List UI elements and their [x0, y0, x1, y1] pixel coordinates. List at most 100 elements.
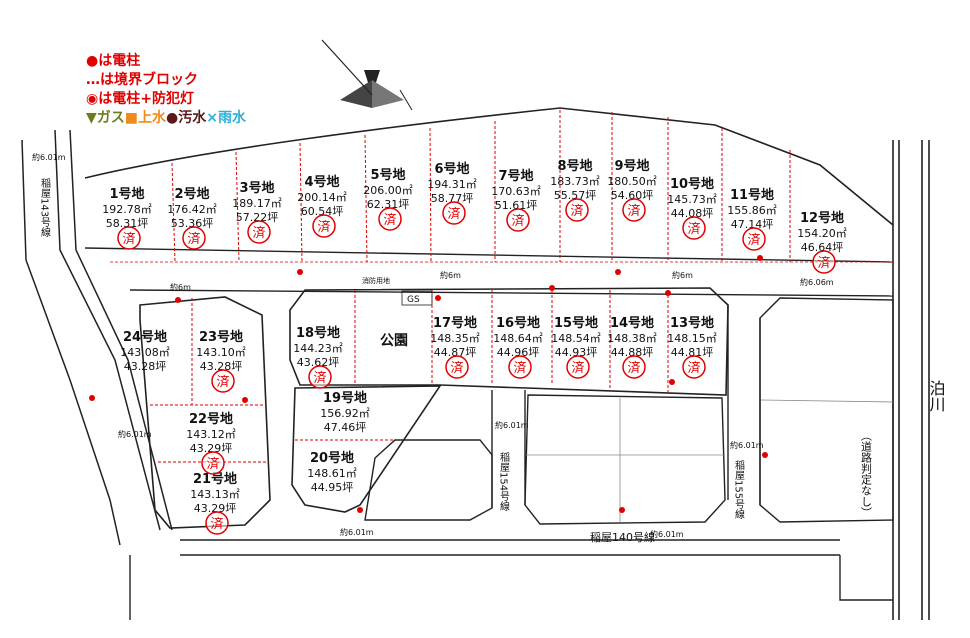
utility-pole-icon	[357, 507, 363, 513]
lot-name: 5号地	[370, 167, 405, 183]
sold-stamp-text: 済	[687, 221, 700, 237]
lot-name: 2号地	[174, 186, 209, 202]
width-label-road154: 約6.01m	[495, 420, 529, 430]
sold-stamp-text: 済	[511, 213, 524, 229]
lot-area: 143.12㎡	[186, 428, 236, 441]
north-arrow	[321, 39, 413, 111]
lot-tsubo: 43.28坪	[124, 360, 167, 373]
park-label: 公園	[380, 333, 408, 349]
road-140-label: 稲屋140号線	[590, 530, 655, 544]
lot-area: 144.23㎡	[293, 342, 343, 355]
width-label-road155: 約6.01m	[730, 440, 764, 450]
lot-name: 8号地	[557, 158, 592, 174]
width-label-top-left: 約6.01m	[32, 152, 66, 162]
lot-name: 13号地	[670, 315, 714, 331]
lot-tsubo: 47.46坪	[324, 421, 367, 434]
width-label-east: 約6.06m	[800, 277, 834, 287]
legend-block: …は境界ブロック	[86, 72, 198, 88]
lot-area: 176.42㎡	[167, 203, 217, 216]
lot-tsubo: 57.22坪	[236, 211, 279, 224]
utility-pole-icon	[242, 397, 248, 403]
lot-area: 183.73㎡	[550, 175, 600, 188]
lot-area: 200.14㎡	[297, 191, 347, 204]
sold-stamp-text: 済	[216, 374, 229, 390]
width-label-south-e: 約6.01m	[650, 529, 684, 539]
sold-stamp-text: 済	[122, 231, 135, 247]
block-west	[139, 296, 271, 529]
lot-tsubo: 46.64坪	[801, 241, 844, 254]
block-south-a	[364, 439, 493, 521]
sold-stamp-text: 済	[817, 255, 830, 271]
utility-pole-icon	[665, 290, 671, 296]
utility-pole-icon	[757, 255, 763, 261]
sold-stamp-circle	[312, 214, 336, 238]
lot-area: 194.31㎡	[427, 178, 477, 191]
lot-name: 17号地	[433, 315, 477, 331]
sold-stamp-text: 済	[627, 360, 640, 376]
gs-label: GS	[407, 295, 420, 305]
sold-stamp-circle	[622, 355, 646, 379]
utility-pole-icon	[619, 507, 625, 513]
lot-name: 18号地	[296, 325, 340, 341]
sold-stamp-circle	[812, 250, 836, 274]
lot-area: 148.15㎡	[667, 332, 717, 345]
utility-pole-icon	[615, 269, 621, 275]
utility-pole-icon	[89, 395, 95, 401]
block-east	[759, 297, 894, 523]
sold-stamp-circle	[247, 220, 271, 244]
lot-name: 20号地	[310, 450, 354, 466]
utility-pole-icon	[669, 379, 675, 385]
width-label-west: 約6m	[170, 282, 191, 292]
lot-name: 19号地	[323, 390, 367, 406]
width-label-south-w: 約6.01m	[340, 527, 374, 537]
sold-stamp-circle	[182, 226, 206, 250]
sold-stamp-circle	[622, 198, 646, 222]
sold-stamp-text: 済	[571, 360, 584, 376]
lot-tsubo: 43.29坪	[190, 442, 233, 455]
north-lot-dividers	[171, 110, 791, 263]
sold-stamp-circle	[445, 355, 469, 379]
sold-stamp-circle	[506, 208, 530, 232]
lot-area: 148.54㎡	[551, 332, 601, 345]
sold-stamp-text: 済	[313, 370, 326, 386]
north-road-bottom	[129, 289, 894, 297]
lot-area: 143.08㎡	[120, 346, 170, 359]
utility-pole-icon	[435, 295, 441, 301]
lot-tsubo: 55.57坪	[554, 189, 597, 202]
lot-area: 170.63㎡	[491, 185, 541, 198]
block-south-b	[524, 394, 726, 525]
lot-tsubo: 44.88坪	[611, 346, 654, 359]
sold-stamp-text: 済	[252, 225, 265, 241]
road-154-label: 稲屋154号線	[498, 452, 510, 511]
lot-area: 143.10㎡	[196, 346, 246, 359]
sold-stamp-circle	[211, 369, 235, 393]
sold-stamp-text: 済	[570, 203, 583, 219]
east-divider	[759, 399, 894, 403]
sold-stamp-circle	[308, 365, 332, 389]
lot-name: 1号地	[109, 186, 144, 202]
lot-area: 192.78㎡	[102, 203, 152, 216]
lot-tsubo: 44.81坪	[671, 346, 714, 359]
sold-stamp-text: 済	[383, 212, 396, 228]
sold-stamp-circle	[117, 226, 141, 250]
lot-area: 145.73㎡	[667, 193, 717, 206]
river-label: 泊川	[927, 380, 946, 412]
lot-tsubo: 44.95坪	[311, 481, 354, 494]
utility-pole-icon	[297, 269, 303, 275]
lot-name: 15号地	[554, 315, 598, 331]
sold-stamp-text: 済	[187, 231, 200, 247]
legend: ●は電柱 …は境界ブロック ◉は電柱+防犯灯 ▼ガス■上水●汚水×雨水	[86, 52, 246, 128]
lot-area: 148.38㎡	[607, 332, 657, 345]
